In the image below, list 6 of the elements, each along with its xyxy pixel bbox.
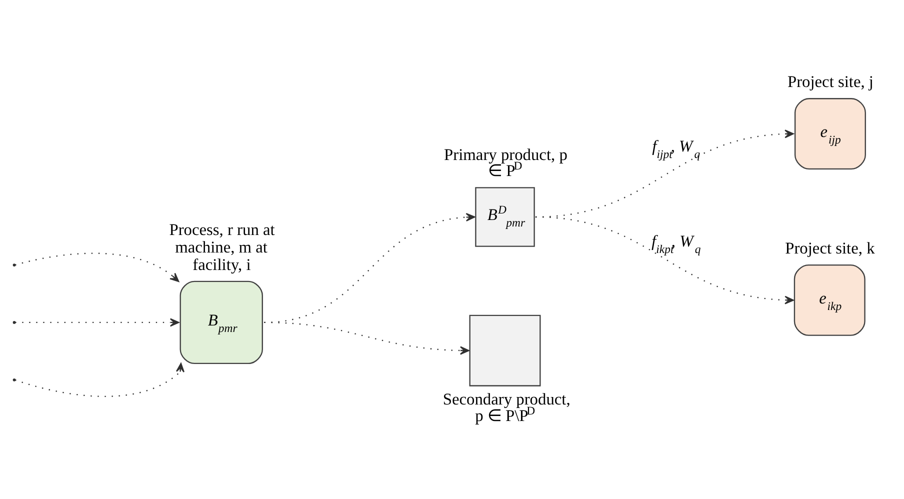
node-label: Project site, k (785, 238, 875, 258)
node-label: Primary product, p ∈ P$^{D}$ (444, 144, 568, 180)
node-label: Process, r run at machine, m at facility, i (169, 220, 275, 274)
node-label: Secondary product, p ∈ P\P$^{D}$ (442, 390, 570, 426)
edge-label: f$_{ijpt}$, W$_{q}$ (652, 136, 700, 162)
node-label: Project site, j (787, 72, 874, 92)
